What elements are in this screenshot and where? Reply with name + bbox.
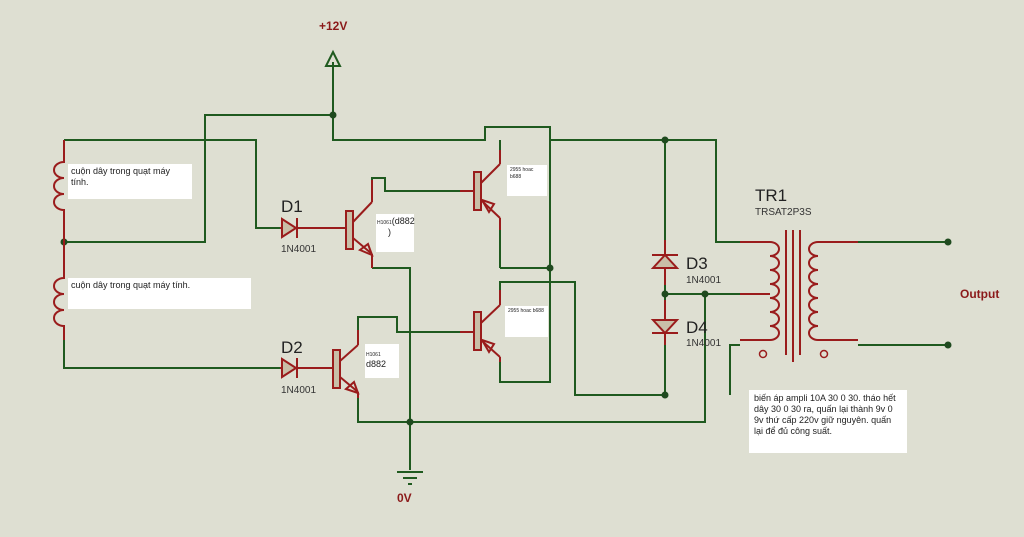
wire-q1-to-q3	[371, 177, 470, 192]
wire-ground-rail	[357, 294, 706, 423]
transformer-tr1-icon[interactable]	[740, 230, 858, 362]
output-terminal-top[interactable]	[944, 238, 952, 246]
transistor-q1-icon[interactable]	[345, 180, 374, 268]
note-q1-main: (d882	[391, 216, 415, 226]
junction	[701, 290, 709, 298]
note-q2: H1061 d882	[365, 344, 399, 378]
ground-label: 0V	[397, 491, 412, 505]
supply-terminal-icon[interactable]	[324, 49, 342, 67]
transistor-q3-icon[interactable]	[460, 150, 501, 230]
note-q3: 2955 hoac b688	[507, 165, 547, 196]
note-q4: 2955 hoac b688	[505, 306, 548, 337]
note-q2-main: d882	[366, 359, 387, 369]
d2-ref: D2	[281, 338, 303, 357]
junction	[546, 264, 554, 272]
transistor-q4-icon[interactable]	[460, 290, 501, 362]
d1-ref: D1	[281, 197, 303, 216]
tr1-value: TRSAT2P3S	[755, 207, 812, 218]
output-label: Output	[960, 287, 1000, 301]
fan-coil-bottom-icon[interactable]	[53, 242, 65, 340]
diode-d2-icon[interactable]	[280, 357, 333, 379]
d4-ref: D4	[686, 318, 708, 337]
d3-ref: D3	[686, 254, 708, 273]
ground-icon[interactable]	[397, 471, 423, 485]
note-coil-bottom: cuộn dây trong quạt máy tính.	[68, 278, 251, 309]
d4-value: 1N4001	[686, 338, 722, 349]
d1-value: 1N4001	[281, 244, 317, 255]
supply-label: +12V	[319, 19, 348, 33]
wire-to-primary-top	[665, 139, 740, 243]
note-transformer: biến áp ampli 10A 30 0 30. tháo hết dây …	[749, 390, 907, 453]
wire-q4-emitter	[499, 268, 551, 383]
junction	[329, 111, 337, 119]
diode-d1-icon[interactable]	[280, 217, 346, 239]
note-q1-small: H1061	[377, 220, 392, 226]
fan-coil-top-icon[interactable]	[53, 140, 65, 242]
wire-12v-to-coil-center	[64, 62, 334, 243]
junction	[661, 136, 669, 144]
diode-d4-icon[interactable]	[650, 300, 680, 345]
junction	[406, 418, 414, 426]
note-q1: H1061(d882 )	[376, 214, 415, 252]
note-q2-small: H1061	[366, 352, 381, 358]
d3-value: 1N4001	[686, 275, 722, 286]
diode-d3-icon[interactable]	[650, 240, 680, 285]
wire-coil-top-to-d1	[64, 139, 280, 229]
wire-coil-bottom-to-d2	[63, 340, 280, 369]
wire-q1-emitter	[372, 267, 411, 422]
note-coil-top: cuộn dây trong quạt máy tính.	[68, 164, 192, 199]
output-terminal-bottom[interactable]	[944, 341, 952, 349]
note-q1-close: )	[388, 227, 391, 237]
wire-primary-bottom	[729, 344, 740, 395]
wire-q2-to-q4	[357, 316, 470, 333]
d2-value: 1N4001	[281, 385, 317, 396]
junction	[661, 290, 669, 298]
transistor-q2-icon[interactable]	[332, 330, 360, 398]
junction	[661, 391, 669, 399]
junctions	[60, 111, 952, 426]
tr1-ref: TR1	[755, 186, 788, 205]
